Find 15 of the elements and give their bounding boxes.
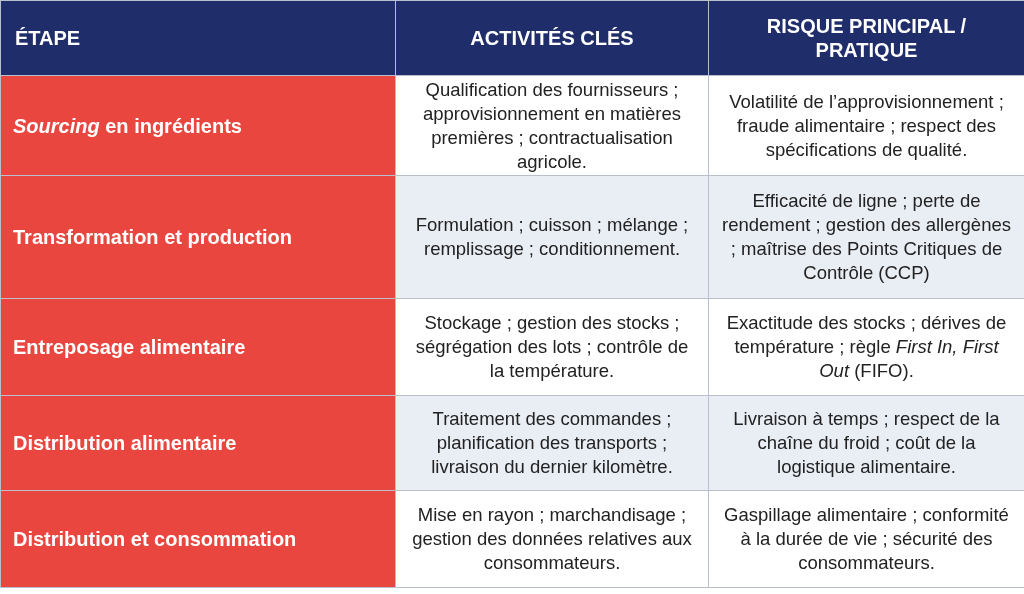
stage-cell: Entreposage alimentaire <box>0 298 396 396</box>
activity-cell: Stockage ; gestion des stocks ; ségrégation des lots ; contrôle de la température. <box>395 298 709 396</box>
activity-cell: Qualification des fournisseurs ; approvisionnement en matières premières ; contractualisation agricole. <box>395 75 709 176</box>
activity-cell: Formulation ; cuisson ; mélange ; remplissage ; conditionnement. <box>395 175 709 299</box>
stage-cell: Sourcing en ingrédients <box>0 75 396 176</box>
header-cell: ACTIVITÉS CLÉS <box>395 0 709 76</box>
risk-cell: Livraison à temps ; respect de la chaîne du froid ; coût de la logistique alimentaire. <box>708 395 1024 491</box>
stage-cell: Distribution et consommation <box>0 490 396 588</box>
activity-cell: Traitement des commandes ; planification des transports ; livraison du dernier kilomètre. <box>395 395 709 491</box>
activity-cell: Mise en rayon ; marchandisage ; gestion des données relatives aux consommateurs. <box>395 490 709 588</box>
risk-cell: Efficacité de ligne ; perte de rendement ; gestion des allergènes ; maîtrise des Points Critiques de Contrôle (CCP) <box>708 175 1024 299</box>
header-cell: RISQUE PRINCIPAL / PRATIQUE <box>708 0 1024 76</box>
header-cell: ÉTAPE <box>0 0 396 76</box>
stage-cell: Distribution alimentaire <box>0 395 396 491</box>
stage-cell: Transformation et production <box>0 175 396 299</box>
